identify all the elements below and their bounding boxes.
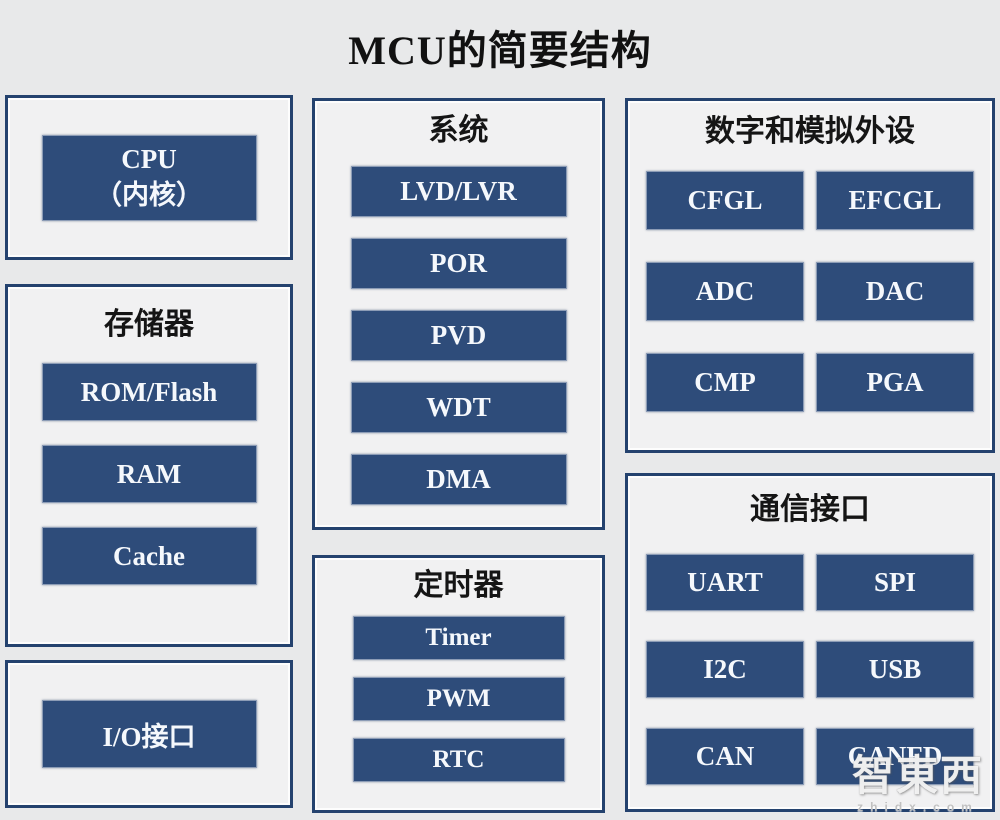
peripherals-row-3: CMP PGA [646,353,974,412]
block-lvd-lvr: LVD/LVR [350,166,567,217]
section-memory-title: 存储器 [104,308,194,341]
block-pwm: PWM [352,677,565,721]
peripherals-row-2: ADC DAC [646,262,974,321]
section-comm-title: 通信接口 [750,493,870,526]
block-cpu-line2: （内核） [95,179,203,210]
comm-row-2: I2C USB [646,641,974,698]
section-timer: 定时器 Timer PWM RTC [312,555,605,813]
block-i2c: I2C [646,641,804,698]
block-can: CAN [646,728,804,785]
comm-row-1: UART SPI [646,554,974,611]
section-comm: 通信接口 UART SPI I2C USB CAN CANFD [625,473,995,812]
block-cmp: CMP [646,353,804,412]
block-wdt: WDT [350,382,567,433]
block-uart: UART [646,554,804,611]
section-peripherals-title: 数字和模拟外设 [705,115,915,148]
block-rom-flash: ROM/Flash [41,363,257,421]
block-cache: Cache [41,527,257,585]
block-io: I/O接口 [41,700,257,768]
block-pvd: PVD [350,310,567,361]
section-peripherals: 数字和模拟外设 CFGL EFCGL ADC DAC CMP PGA [625,98,995,453]
diagram-title: MCU的简要结构 [348,28,652,73]
section-cpu: CPU （内核） [5,95,293,260]
block-adc: ADC [646,262,804,321]
block-cfgl: CFGL [646,171,804,230]
block-ram: RAM [41,445,257,503]
block-rtc: RTC [352,738,565,782]
section-system: 系统 LVD/LVR POR PVD WDT DMA [312,98,605,530]
block-efcgl: EFCGL [816,171,974,230]
block-cpu-line1: CPU [121,144,177,175]
peripherals-row-1: CFGL EFCGL [646,171,974,230]
section-timer-title: 定时器 [413,569,504,602]
block-dma: DMA [350,454,567,505]
block-dac: DAC [816,262,974,321]
section-memory: 存储器 ROM/Flash RAM Cache [5,284,293,647]
block-pga: PGA [816,353,974,412]
block-cpu: CPU （内核） [41,134,257,221]
section-io: I/O接口 [5,660,293,808]
block-timer: Timer [352,616,565,660]
comm-row-3: CAN CANFD [646,728,974,785]
block-usb: USB [816,641,974,698]
block-por: POR [350,238,567,289]
section-system-title: 系统 [428,114,489,147]
block-spi: SPI [816,554,974,611]
block-canfd: CANFD [816,728,974,785]
